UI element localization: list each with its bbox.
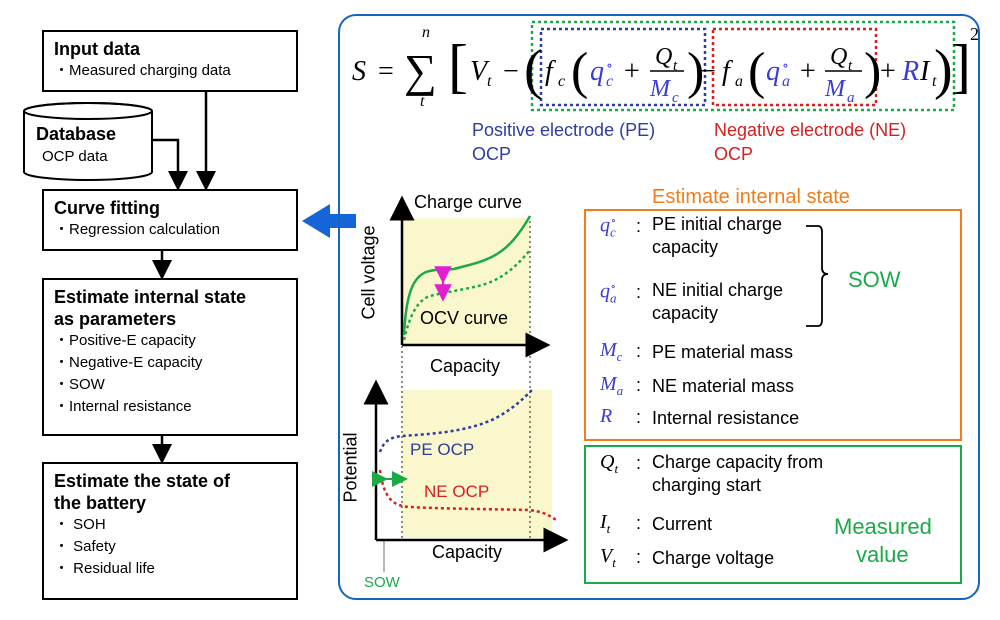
curve-fitting-box: Curve fitting ・Regression calculation [42,189,298,251]
database-title: Database [36,124,117,144]
row-colon: : [636,513,642,533]
estimate-params-item: ・SOW [54,376,105,393]
ne-initial-charge-line1: NE initial charge [652,280,784,300]
curve-fitting-title: Curve fitting [54,198,160,218]
measured-value-box [584,445,962,584]
row-colon: : [636,282,642,302]
ne-initial-charge-text: NE initial charge capacity [652,279,783,325]
charge-capacity-text: Charge capacity from charging start [652,451,823,497]
estimate-battery-item: ・ Safety [54,538,116,555]
input-data-title: Input data [54,39,140,59]
estimate-battery-item: ・ SOH [54,516,106,533]
estimate-params-item: ・Positive-E capacity [54,332,196,349]
charge-voltage-symbol: Vt [600,545,616,570]
ne-ocp-label-2: OCP [714,144,754,164]
input-data-item: ・Measured charging data [54,62,231,79]
charge-capacity-line2: charging start [652,475,762,495]
sow-bracket-label: SOW [848,267,901,292]
pe-mass-text: PE material mass [652,342,794,362]
input-data-box: Input data ・Measured charging data [42,30,298,92]
internal-state-box [584,209,962,441]
pe-initial-charge-line1: PE initial charge [652,214,783,234]
model-panel [338,14,980,600]
charge-capacity-line1: Charge capacity from [652,452,824,472]
measured-value-label-2: value [856,542,909,567]
pe-initial-charge-line2: capacity [652,237,719,257]
pe-ocp-label-2: OCP [472,144,512,164]
pe-ocp-graph-label: PE OCP [410,440,475,459]
row-colon: : [636,375,642,395]
sow-graph-label: SOW [364,574,400,591]
ne-initial-charge-symbol: qa∘ [600,280,617,306]
current-symbol: It [600,511,611,536]
potential-axis-label: Potential [340,432,361,503]
row-colon: : [636,216,642,236]
row-colon: : [636,341,642,361]
estimate-battery-box: Estimate the state of the battery ・ SOH … [42,462,298,600]
bottom-capacity-axis-label: Capacity [432,542,503,562]
row-colon: : [636,407,642,427]
row-colon: : [636,453,642,473]
cell-voltage-axis-label: Cell voltage [358,225,379,320]
row-colon: : [636,547,642,567]
ne-ocp-label-1: Negative electrode (NE) [714,120,907,140]
estimate-params-title-1: Estimate internal state [54,287,247,307]
ne-ocp-graph-label: NE OCP [424,482,490,501]
estimate-params-item: ・Internal resistance [54,398,192,415]
estimate-battery-title-2: the battery [54,493,147,513]
internal-state-heading: Estimate internal state [652,186,850,208]
measured-value-label-1: Measured [834,514,932,539]
pe-initial-charge-text: PE initial charge capacity [652,213,782,259]
database-subtitle: OCP data [42,148,108,165]
pe-ocp-label-1: Positive electrode (PE) [472,120,656,140]
estimate-params-box: Estimate internal state as parameters ・P… [42,278,298,436]
ne-initial-charge-line2: capacity [652,303,719,323]
charge-capacity-symbol: Qt [600,451,619,476]
top-capacity-axis-label: Capacity [430,356,501,376]
current-text: Current [652,514,713,534]
resistance-text: Internal resistance [652,408,800,428]
pe-initial-charge-symbol: qc∘ [600,214,617,240]
resistance-symbol: R [600,405,613,427]
ocv-curve-label: OCV curve [420,308,509,328]
pe-mass-symbol: Mc [600,339,623,364]
ne-mass-symbol: Ma [600,373,624,398]
estimate-battery-item: ・ Residual life [54,560,155,577]
charge-curve-title: Charge curve [414,192,523,212]
ne-mass-text: NE material mass [652,376,795,396]
curve-fitting-item: ・Regression calculation [54,221,220,238]
estimate-params-item: ・Negative-E capacity [54,354,203,371]
charge-voltage-text: Charge voltage [652,548,775,568]
estimate-params-title-2: as parameters [54,309,177,329]
estimate-battery-title-1: Estimate the state of [54,471,231,491]
